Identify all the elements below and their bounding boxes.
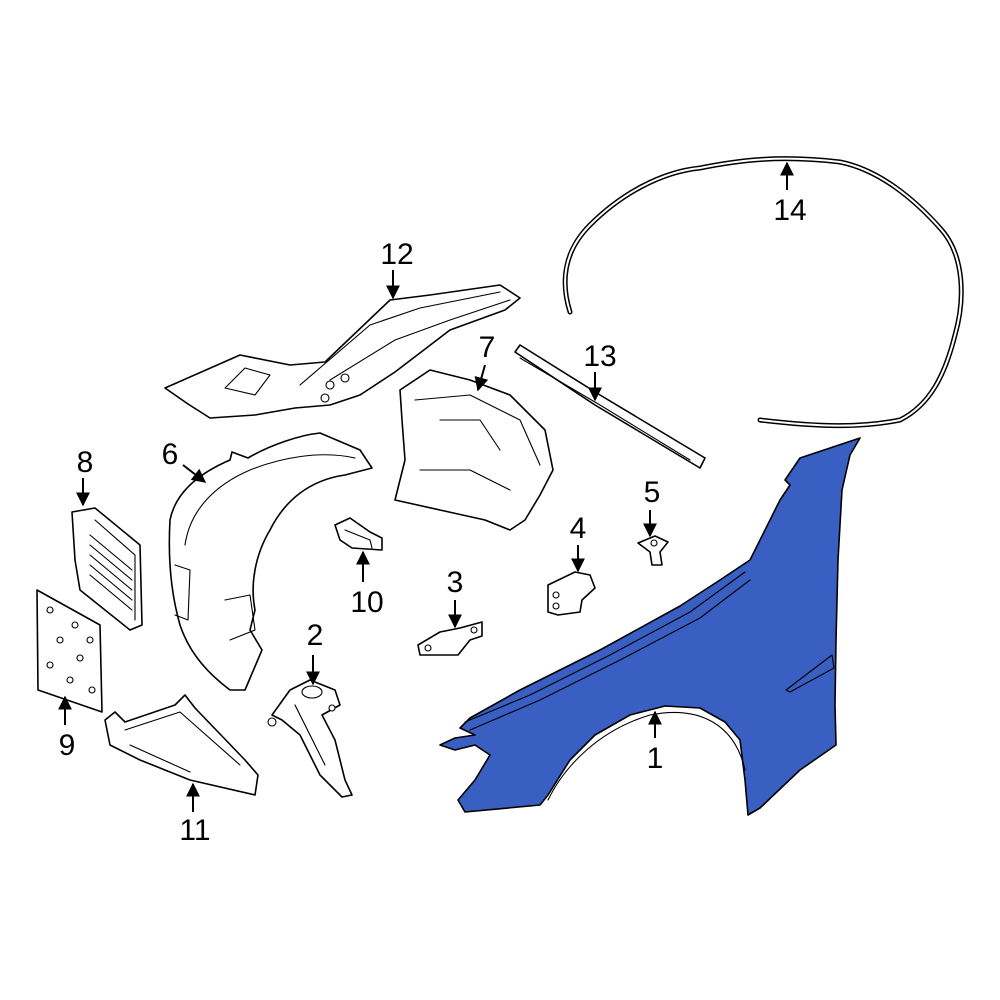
callout-4: 4: [570, 512, 587, 545]
callout-5: 5: [644, 476, 661, 509]
part-11-deflector[interactable]: [104, 694, 259, 796]
callout-6: 6: [162, 438, 179, 471]
callout-12: 12: [380, 238, 413, 271]
callout-8: 8: [77, 446, 94, 479]
part-6-liner[interactable]: [168, 432, 373, 691]
callout-2: 2: [307, 619, 324, 652]
callout-14: 14: [773, 194, 806, 227]
callout-9: 9: [59, 729, 76, 762]
part-2-bracket[interactable]: [267, 679, 353, 798]
callout-7: 7: [479, 331, 496, 364]
part-13-trim-strip[interactable]: [514, 344, 706, 469]
part-5-clip[interactable]: [637, 535, 669, 566]
callout-labels: 1 2 3 4 5 6 7 8 9 10 11 12 13 14: [59, 194, 807, 847]
part-1-fender[interactable]: [439, 437, 861, 816]
callout-1: 1: [647, 742, 664, 775]
leader-6: [182, 464, 207, 483]
part-8-duct[interactable]: [71, 507, 143, 631]
part-12-apron[interactable]: [164, 284, 521, 419]
part-4-bracket[interactable]: [547, 571, 596, 616]
leader-lines: [58, 161, 794, 812]
part-14-seal[interactable]: [562, 156, 964, 429]
part-7-liner[interactable]: [394, 369, 554, 531]
part-10-bracket[interactable]: [334, 517, 383, 551]
part-3-bracket[interactable]: [417, 621, 483, 656]
callout-3: 3: [447, 566, 464, 599]
part-9-plate[interactable]: [36, 589, 103, 713]
callout-11: 11: [179, 814, 210, 847]
leader-7: [474, 364, 489, 392]
callout-10: 10: [350, 586, 383, 619]
callout-13: 13: [583, 340, 616, 373]
